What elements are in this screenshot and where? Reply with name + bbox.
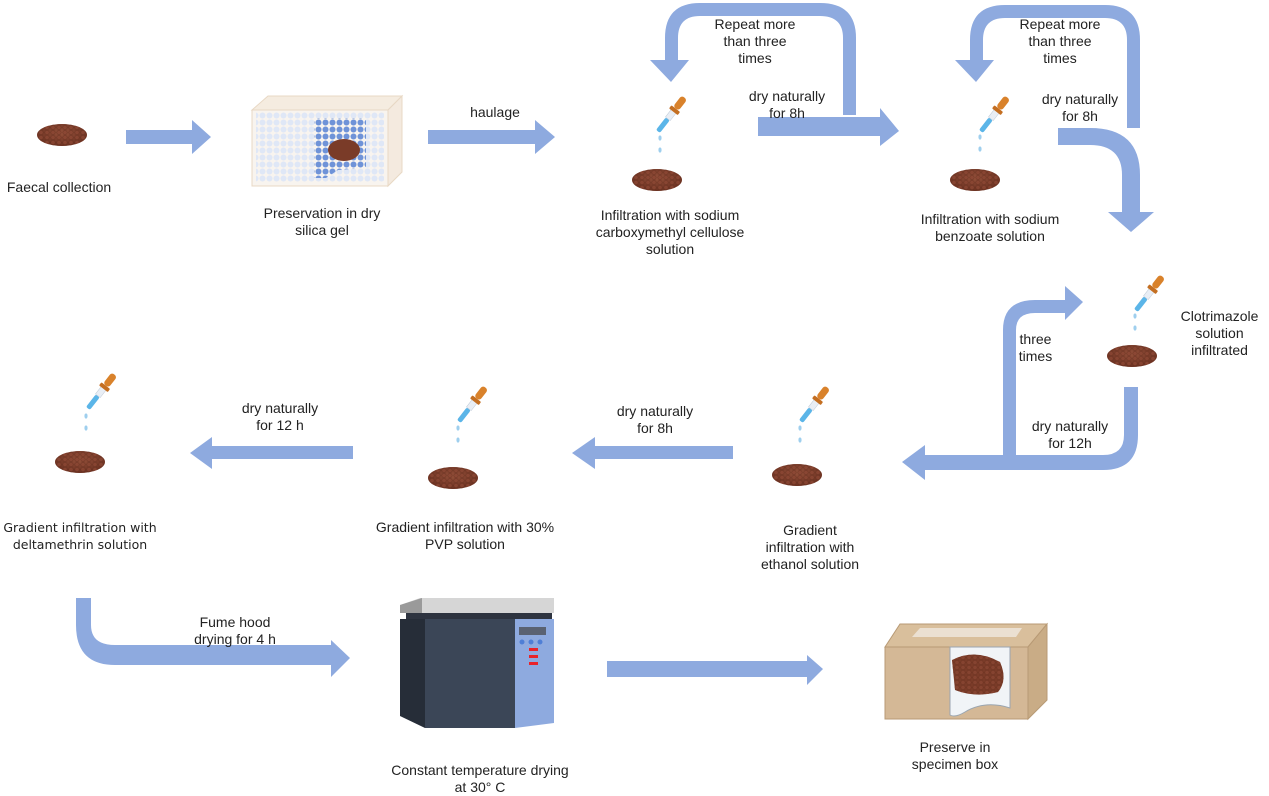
arrow-label-dry-12h-loop: dry naturally for 12h [1031,418,1109,451]
step-label-specimen-box: Preserve in specimen box [911,739,999,772]
step-label-benzoate: Infiltration with sodium benzoate soluti… [920,211,1060,244]
arrow-dry-8h-3 [572,437,733,469]
arrow-label-dry-8h-2: dry naturally for 8h [1041,91,1119,124]
step-label-deltamethrin: Gradient infiltration with deltamethrin … [3,520,157,552]
dropper-icon [454,383,491,426]
faeces-icon [950,169,1000,191]
arrow-label-dry-8h-1: dry naturally for 8h [748,88,826,121]
arrow-fume-hood [76,598,350,677]
arrow-haulage [428,120,555,154]
dropper-icon [1131,272,1168,315]
step-label-faecal-collection: Faecal collection [6,179,112,195]
silica-gel-box-icon [250,94,404,188]
arrow-repeat-loop-2 [955,5,1140,128]
arrow-repeat-loop-1 [650,3,856,115]
arrow-label-repeat-1: Repeat more than three times [714,16,796,66]
dropper-icon [796,383,833,426]
drops-icon [1133,313,1137,331]
faeces-icon [55,451,105,473]
faeces-icon [428,467,478,489]
arrow-dry-8h-2-down [1058,128,1154,232]
arrow-dry-12h-left [902,387,1138,480]
drops-icon [978,134,982,152]
arrow-collection-to-silica [126,120,211,154]
drops-icon [84,413,88,431]
step-label-clotrimazole: Clotrimazole solution infiltrated [1180,308,1259,358]
drops-icon [798,425,802,443]
step-label-cmc: Infiltration with sodium carboxymethyl c… [595,207,745,257]
faeces-icon [772,464,822,486]
arrow-label-three-times: three times [1018,331,1053,364]
arrow-oven-to-box [607,655,823,685]
drops-icon [456,425,460,443]
dropper-icon [653,93,690,136]
arrow-label-dry-8h-3: dry naturally for 8h [616,403,694,436]
arrow-three-times-loop [1003,286,1083,462]
step-label-silica-gel: Preservation in dry silica gel [263,205,381,238]
step-label-ethanol: Gradient infiltration with ethanol solut… [760,522,860,572]
arrow-label-fume-hood: Fume hood drying for 4 h [194,614,276,647]
dropper-icon [83,370,120,413]
arrow-label-repeat-2: Repeat more than three times [1019,16,1101,66]
step-label-pvp: Gradient infiltration with 30% PVP solut… [375,519,555,552]
faeces-icon [632,169,682,191]
drying-oven-icon [400,598,554,728]
faeces-icon [37,124,87,146]
faeces-icon [1107,345,1157,367]
arrow-label-haulage: haulage [470,104,520,120]
arrow-label-dry-12h: dry naturally for 12 h [241,400,319,433]
step-label-oven: Constant temperature drying at 30° C [391,762,569,795]
arrow-dry-8h-1 [758,108,899,146]
dropper-icon [976,93,1013,136]
specimen-box-icon [884,622,1049,721]
arrow-dry-12h [190,437,353,469]
drops-icon [658,135,662,153]
